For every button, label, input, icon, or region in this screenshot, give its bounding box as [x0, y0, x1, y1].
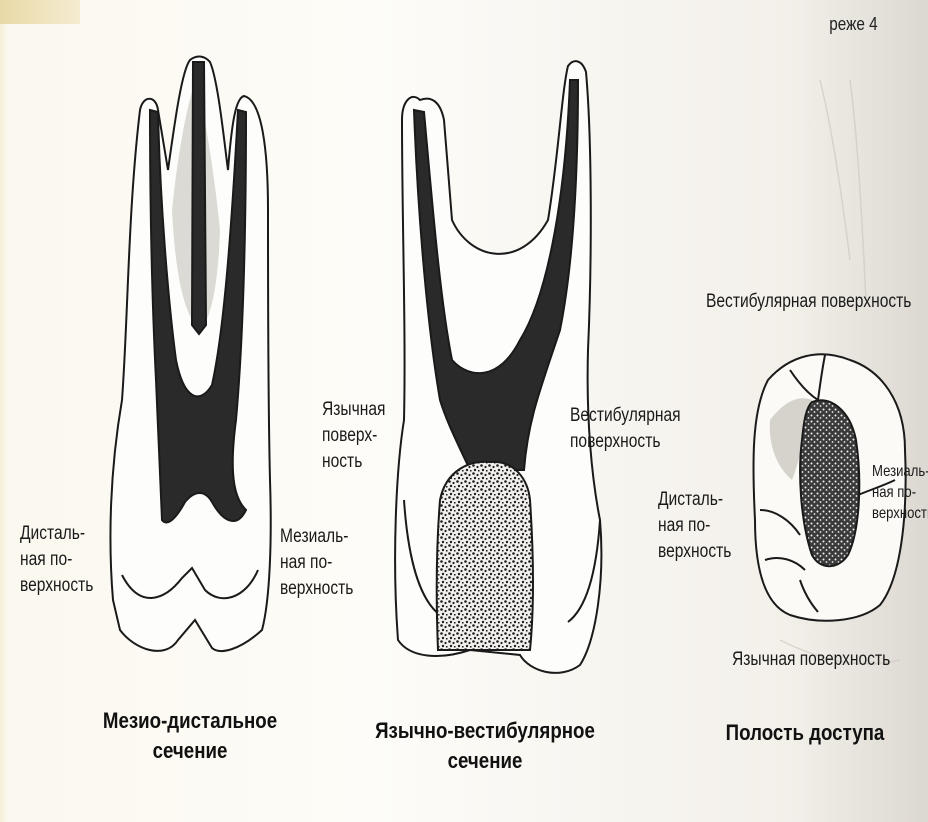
central-canal-1 [192, 62, 206, 334]
label-distal-surface-3-line2: ная по- [658, 514, 710, 537]
label-vestibular-surface-2-line1: Вестибулярная [570, 404, 681, 427]
label-mesial-surface-1-line3: верхность [280, 577, 353, 600]
label-mesial-surface-3-line3: верхность [872, 504, 928, 523]
label-mesial-surface-1-line1: Мезиаль- [280, 525, 348, 548]
label-lingual-surface-2-line1: Язычная [322, 398, 385, 421]
mesio-distal-section [110, 56, 270, 651]
access-cavity-3 [800, 400, 859, 566]
caption-access-cavity: Полость доступа [716, 718, 895, 748]
label-distal-surface-1-line2: ная по- [20, 548, 72, 571]
caption-mesio-distal-line1: Мезио-дистальное [63, 706, 318, 736]
label-lingual-surface-3: Язычная поверхность [732, 648, 890, 671]
label-mesial-surface-3-line1: Мезиаль- [872, 462, 928, 481]
label-distal-surface-3-line3: верхность [658, 540, 731, 563]
caption-lingual-vestibular-line2: сечение [358, 746, 613, 776]
caption-mesio-distal-line2: сечение [63, 736, 318, 766]
lingual-vestibular-section [395, 61, 601, 673]
caption-lingual-vestibular-line1: Язычно-вестибулярное [358, 716, 613, 746]
label-vestibular-surface-2-line2: поверхность [570, 430, 660, 453]
label-lingual-surface-2-line3: ность [322, 450, 362, 473]
label-mesial-surface-1-line2: ная по- [280, 551, 332, 574]
label-lingual-surface-2-line2: поверх- [322, 424, 377, 447]
label-distal-surface-3-line1: Дисталь- [658, 488, 723, 511]
label-distal-surface-1-line3: верхность [20, 574, 93, 597]
label-vestibular-surface-3: Вестибулярная поверхность [706, 290, 911, 313]
label-distal-surface-1-line1: Дисталь- [20, 522, 85, 545]
label-mesial-surface-3-line2: ная по- [872, 483, 916, 502]
access-cavity-2 [437, 462, 533, 650]
